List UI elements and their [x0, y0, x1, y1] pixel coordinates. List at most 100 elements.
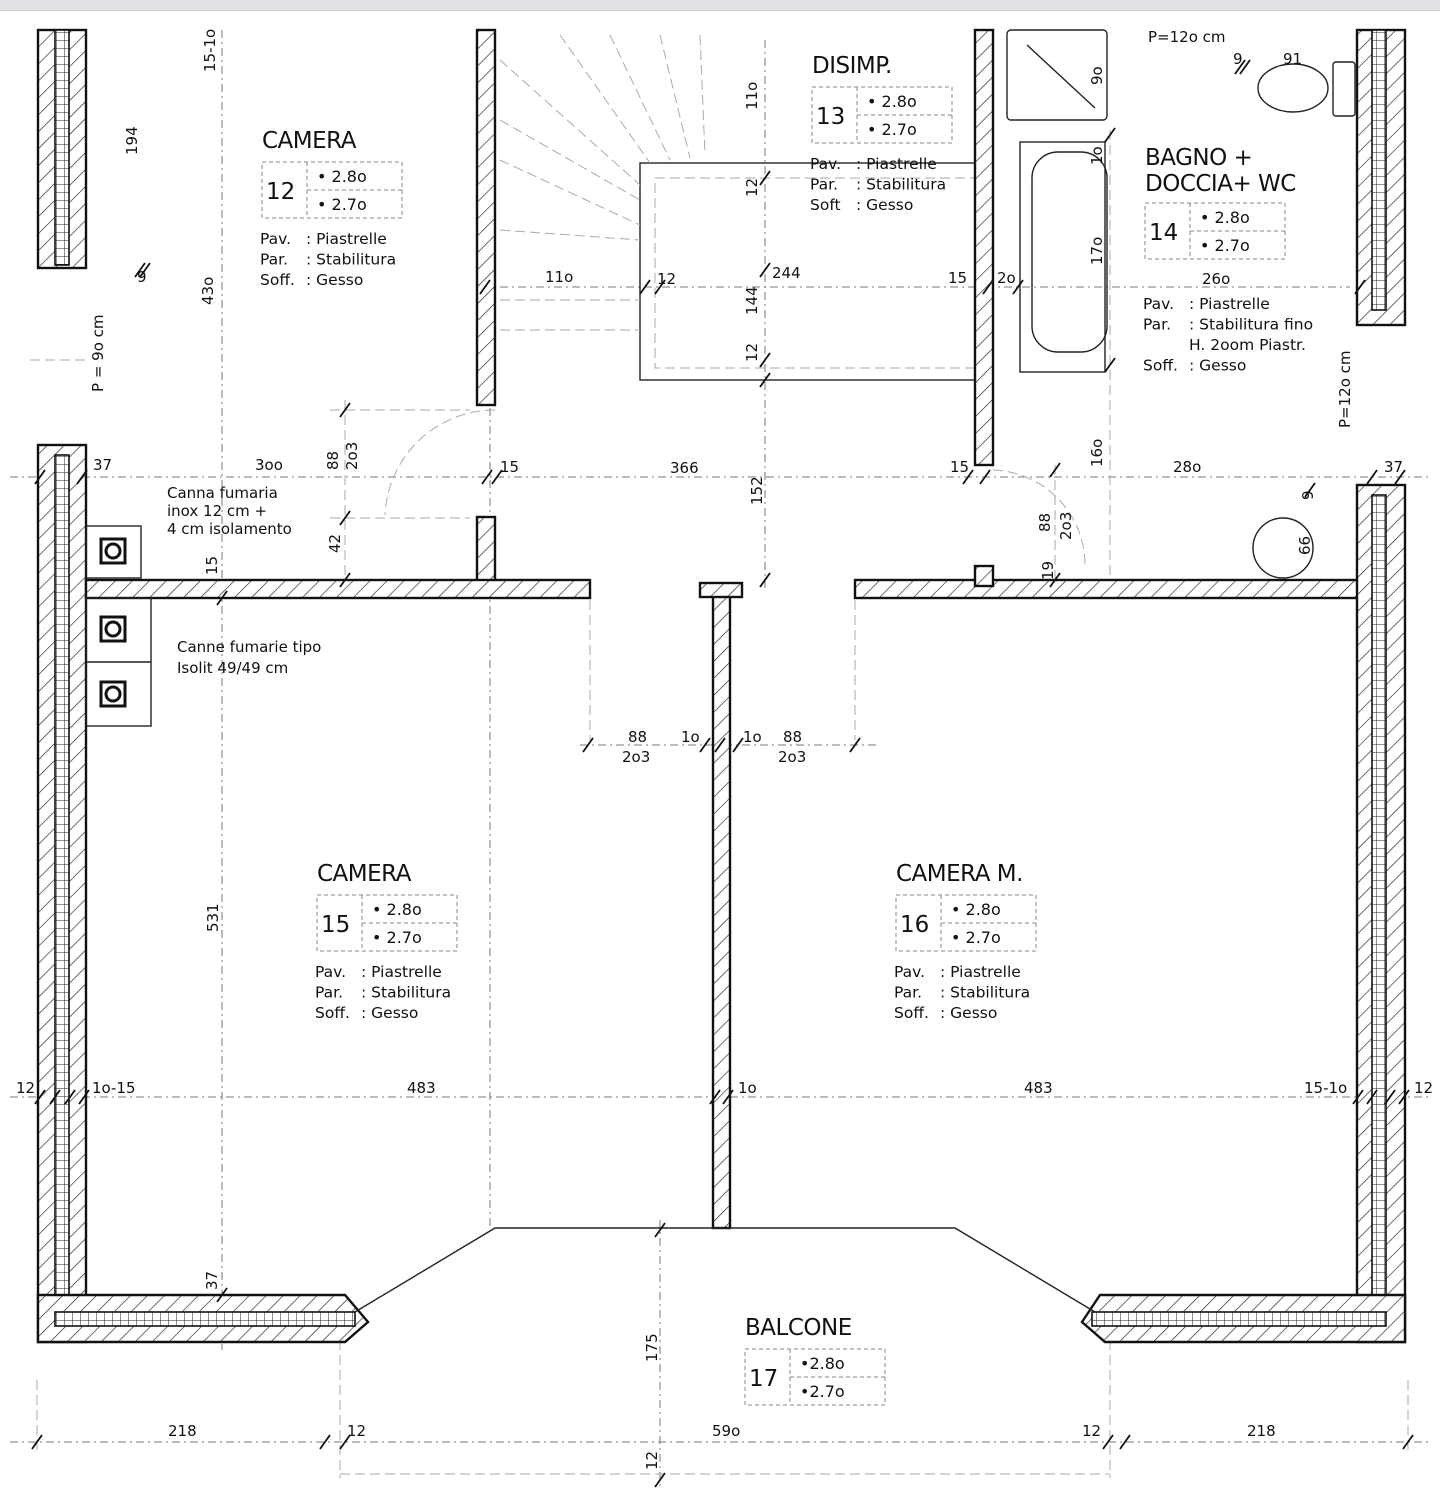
dimension-label: P=12o cm [1336, 350, 1354, 428]
note-line: Canna fumaria [167, 484, 278, 502]
dimension-tick [639, 279, 651, 295]
room-name: CAMERA M. [896, 861, 1023, 887]
dimension-tick [1119, 1434, 1131, 1450]
dimension-label: 37 [93, 456, 112, 474]
room-height-1: •2.8o [800, 1354, 845, 1373]
room-name: BALCONE [745, 1315, 852, 1341]
dimension-label: 9 [137, 268, 147, 286]
dimension-tick [759, 262, 771, 278]
dimension-tick [339, 1434, 351, 1450]
shower-tray [1006, 29, 1108, 121]
dimension-tick [1402, 1434, 1414, 1450]
room-name-line2: DOCCIA+ WC [1145, 171, 1296, 197]
finish-key: Par. [894, 984, 922, 1002]
dimension-tick [759, 572, 771, 588]
dimension-label: 88 [783, 728, 802, 746]
dimension-label: 194 [123, 126, 141, 155]
dimension-label: 12 [643, 1451, 661, 1470]
dimension-tick [216, 590, 228, 606]
dimension-tick [481, 469, 493, 485]
dimension-label: 15 [203, 556, 221, 575]
note-line: 4 cm isolamento [167, 520, 292, 538]
dimension-tick [1384, 1089, 1396, 1105]
dimension-label: 12 [347, 1422, 366, 1440]
dimension-tick [1354, 279, 1366, 295]
dimension-tick [339, 402, 351, 418]
room-height-2: • 2.7o [1200, 236, 1250, 255]
bidet [1252, 517, 1314, 579]
finish-value: : Gesso [940, 1004, 997, 1022]
dimension-tick [1366, 469, 1378, 485]
dimension-label: 218 [168, 1422, 197, 1440]
finish-key: Soff. [315, 1004, 350, 1022]
dimension-label: 26o [1202, 270, 1230, 288]
dimension-tick [134, 262, 146, 278]
dimension-label: 88 [628, 728, 647, 746]
dimension-label: 366 [670, 459, 699, 477]
dimension-tick [216, 1287, 228, 1303]
finish-value: : Gesso [1189, 357, 1246, 375]
dimension-tick [319, 1434, 331, 1450]
finish-value: : Gesso [306, 271, 363, 289]
walls [36, 28, 1407, 1344]
dimension-tick [759, 372, 771, 388]
dimension-label: 12 [657, 270, 676, 288]
dimension-ticks [31, 59, 1414, 1488]
finish-key: Soff. [1143, 357, 1178, 375]
dimension-label: 43o [199, 277, 217, 305]
finish-key: Soff. [260, 271, 295, 289]
dimension-tick [982, 279, 994, 295]
room-height-2: • 2.7o [867, 120, 917, 139]
finish-value: : Stabilitura [306, 251, 396, 269]
room-number: 16 [900, 912, 929, 938]
dimension-label: 2o3 [1057, 512, 1075, 540]
room-number: 13 [816, 104, 845, 130]
dimension-tick [714, 737, 726, 753]
dimension-tick [1104, 357, 1116, 373]
toilet [1257, 63, 1329, 113]
finish-value: : Gesso [361, 1004, 418, 1022]
dimension-tick [1012, 279, 1024, 295]
bathtub [1031, 151, 1108, 353]
dimension-tick [49, 1089, 61, 1105]
note-line: inox 12 cm + [167, 502, 267, 520]
dimension-tick [722, 1089, 734, 1105]
room-height-1: • 2.8o [317, 167, 367, 186]
finish-key: Pav. [1143, 295, 1174, 313]
dimension-label: 2o3 [622, 748, 650, 766]
room-height-2: • 2.7o [317, 195, 367, 214]
dimension-tick [759, 170, 771, 186]
dimension-label: 1o [738, 1079, 757, 1097]
browser-top-bar [0, 0, 1440, 11]
dimension-label: 1o [681, 728, 700, 746]
dimension-label: 531 [204, 903, 222, 932]
room-number: 14 [1149, 220, 1178, 246]
finish-key: Par. [1143, 316, 1171, 334]
note-line: Canne fumarie tipo [177, 638, 321, 656]
dimension-label: 42 [326, 534, 344, 553]
finish-value: : Stabilitura [856, 176, 946, 194]
dimension-label: 16o [1088, 439, 1106, 467]
dimension-tick [76, 469, 88, 485]
dimension-tick [1304, 482, 1316, 498]
dimension-tick [979, 469, 991, 485]
dimension-label: 9 [1299, 490, 1317, 500]
dimension-label: 11o [545, 268, 573, 286]
room-name: DISIMP. [812, 53, 892, 79]
room-name: BAGNO + [1145, 145, 1252, 171]
dimension-label: 2o3 [343, 442, 361, 470]
dimension-label: 59o [712, 1422, 740, 1440]
flues-note: Canne fumarie tipo Isolit 49/49 cm [177, 638, 321, 677]
dimension-tick [699, 737, 711, 753]
room-height-2: • 2.7o [951, 928, 1001, 947]
room-height-1: • 2.8o [951, 900, 1001, 919]
dimension-tick [339, 572, 351, 588]
dimension-label: 144 [743, 286, 761, 315]
room-height-2: •2.7o [800, 1382, 845, 1401]
